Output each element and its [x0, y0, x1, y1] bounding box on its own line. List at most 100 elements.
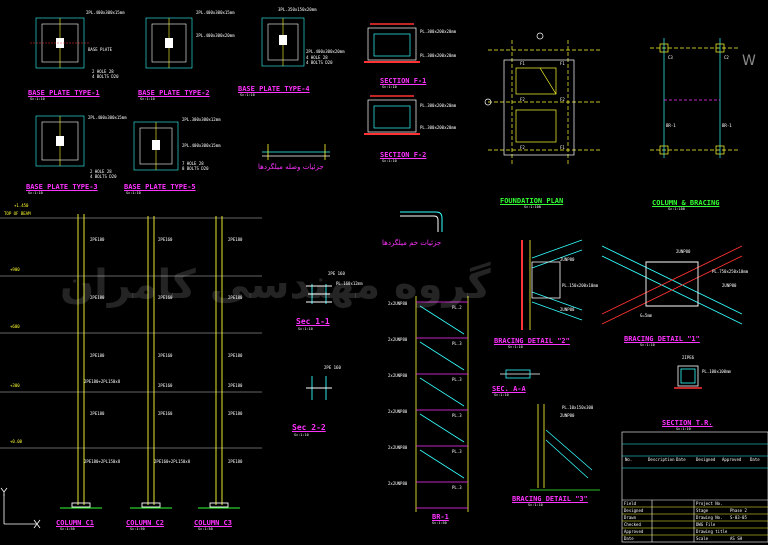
title-block-project-label: Project No. — [696, 501, 723, 506]
base-plate-type1-note-4: 4 BOLTS D20 — [92, 74, 119, 79]
column-bracing-title: COLUMN & BRACING — [652, 199, 720, 207]
column-c1-label-5: 2PE180+2PL150x8 — [84, 379, 121, 384]
column-c2-label-3: 2PE160 — [158, 353, 173, 358]
elevation-label-3: +600 — [10, 324, 20, 329]
title-block-checked-label: Checked — [624, 522, 641, 527]
base-plate-type5-scale: Sc:1:10 — [126, 191, 141, 195]
base-plate-type3-note-2: 2 HOLE 28 — [90, 169, 112, 174]
sec-aa-scale: Sc:1:10 — [494, 393, 509, 397]
column-c1-drawing — [60, 214, 102, 509]
br1-left-label-6: 2x2UNP80 — [388, 481, 408, 486]
section-f2-title: SECTION F-2 — [380, 151, 427, 159]
base-plate-type1-note-2: BASE PLATE — [88, 47, 113, 52]
title-block-header-date-2: Date — [750, 457, 760, 462]
anchor-bolt-joint-title: جزئیات وصله میلگردها — [258, 163, 324, 171]
column-c3-label-2: 2PE180 — [228, 295, 243, 300]
column-c2-scale: Sc:1:50 — [130, 527, 145, 531]
foundation-plan-title: FOUNDATION PLAN — [500, 197, 564, 205]
base-plate-type5-title: BASE PLATE TYPE-5 — [124, 183, 196, 191]
base-plate-type4-note-4: 4 BOLTS D20 — [306, 60, 333, 65]
section-f2-drawing — [364, 95, 420, 135]
section-f1-title: SECTION F-1 — [380, 77, 427, 85]
section-f1-drawing — [364, 23, 420, 63]
title-block-drawing-title-label: Drawing title — [696, 529, 728, 534]
column-c2-label-5: 2PE160 — [158, 411, 173, 416]
sec11-scale: Sc:1:10 — [298, 327, 313, 331]
bracing-detail-1-note-2: PL.750x250x10mm — [712, 269, 749, 274]
base-plate-type2-scale: Sc:1:10 — [140, 97, 155, 101]
column-c1-label-3: 2PE180 — [90, 353, 105, 358]
column-c1-label-4: 2PE180 — [90, 411, 105, 416]
base-plate-type5-note-4: 8 BOLTS D20 — [182, 166, 209, 171]
bracing-detail-1-note-4: G=5mm — [640, 313, 653, 318]
title-block-dwg-file-label: DWG File — [696, 522, 716, 527]
ucs-axis-icon — [0, 487, 41, 529]
br1-right-label-5: PL.3 — [452, 449, 462, 454]
base-plate-type2-drawing — [145, 17, 193, 69]
bracing-detail-1-note-3: 2UNP80 — [722, 283, 737, 288]
base-plate-type4-title: BASE PLATE TYPE-4 — [238, 85, 310, 93]
base-plate-type3-title: BASE PLATE TYPE-3 — [26, 183, 98, 191]
elevation-label-2: +900 — [10, 267, 20, 272]
column-c1-label-6: 2PE180+2PL150x8 — [84, 459, 121, 464]
title-block-drawing-no-value: S-03-05 — [730, 515, 747, 520]
column-c1-label-1: 2PE180 — [90, 237, 105, 242]
section-tr-note-2: PL.100x100mm — [702, 369, 731, 374]
column-c3-drawing — [198, 216, 240, 509]
bracing-detail-2-note-1: 2UNP80 — [560, 257, 575, 262]
column-c2-label-2: 2PE160 — [158, 295, 173, 300]
sec11-note: PL.160x12mm — [336, 281, 363, 286]
elevation-grid-lines — [0, 217, 262, 449]
base-plate-type4-note-3: 4 HOLE 28 — [306, 55, 328, 60]
top-of-beam-label-1: TOP OF BEAM — [4, 211, 31, 216]
column-c3-title: COLUMN C3 — [194, 519, 232, 527]
title-block-field-label: Field — [624, 501, 637, 506]
bracing-detail-2-drawing — [521, 239, 583, 330]
title-block-header-description: Description — [648, 457, 675, 462]
column-bracing-plan-drawing — [650, 38, 740, 158]
brand-logo: W — [742, 53, 756, 69]
sec11-drawing — [306, 284, 332, 304]
title-block-header-no: No. — [625, 457, 633, 462]
section-tr-note-1: 2IPE6 — [682, 355, 695, 360]
base-plate-type4-drawing — [261, 17, 305, 67]
anchor-bolt-bend-drawing — [400, 211, 443, 232]
title-block-frame — [621, 431, 768, 543]
column-c1-label-2: 2PE180 — [90, 295, 105, 300]
column-c2-drawing — [130, 216, 172, 509]
br1-left-label-4: 2x2UNP80 — [388, 409, 408, 414]
bracing-detail-2-note-2: PL.150x200x10mm — [562, 283, 599, 288]
base-plate-type4-scale: Sc:1:10 — [240, 93, 255, 97]
sec-aa-note: PL.10x150x300 — [562, 405, 594, 410]
foundation-tag-1: F1 — [520, 61, 525, 66]
sec22-scale: Sc:1:10 — [294, 433, 309, 437]
bracing-detail-1-drawing — [601, 245, 743, 325]
base-plate-type1-note-1: 2PL.400x300x15mm — [86, 10, 125, 15]
base-plate-type2-note-2: 2PL.400x300x20mm — [196, 33, 235, 38]
bracing-detail-1-title: BRACING DETAIL "1" — [624, 335, 700, 343]
foundation-tag-4: F2 — [560, 97, 565, 102]
base-plate-type4-note-2: 2PL.400x300x20mm — [306, 49, 345, 54]
br1-left-label-1: 2x2UNP80 — [388, 301, 408, 306]
base-plate-type5-note-3: 7 HOLE 28 — [182, 161, 204, 166]
base-plate-type3-note-3: 4 BOLTS D20 — [90, 174, 117, 179]
foundation-tag-6: F1 — [560, 145, 565, 150]
base-plate-type3-drawing — [35, 115, 85, 167]
base-plate-type5-drawing — [133, 121, 179, 171]
column-c2-label-6: 2PE160+2PL150x8 — [154, 459, 191, 464]
bracing-detail-3-scale: Sc:1:10 — [528, 503, 543, 507]
title-block-designed-label: Designed — [624, 508, 644, 513]
sec-aa-drawing — [500, 369, 540, 379]
sec22-drawing — [306, 376, 332, 400]
bracing-detail-2-note-3: 2UNP80 — [560, 307, 575, 312]
column-c2-title: COLUMN C2 — [126, 519, 164, 527]
base-plate-type1-scale: Sc:1:10 — [30, 97, 45, 101]
base-plate-type3-note-1: 2PL.400x300x15mm — [88, 115, 127, 120]
foundation-tag-3: F1 — [560, 61, 565, 66]
section-tr-title: SECTION T.R. — [662, 419, 713, 427]
br1-right-label-3: PL.3 — [452, 377, 462, 382]
title-block-stage-label: Stage — [696, 508, 709, 513]
column-c2-label-4: 2PE160 — [158, 383, 173, 388]
